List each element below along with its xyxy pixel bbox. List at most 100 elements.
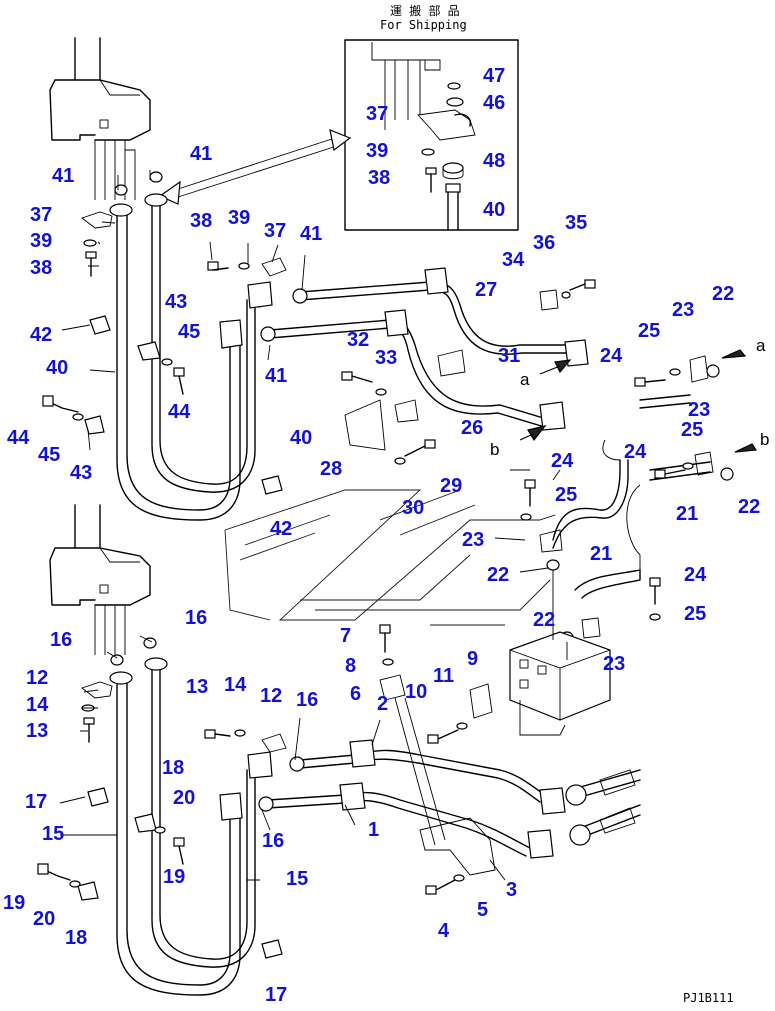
callout-11[interactable]: 11	[433, 665, 455, 687]
callout-43[interactable]: 43	[70, 462, 93, 484]
callout-36[interactable]: 36	[533, 232, 556, 254]
callout-28[interactable]: 28	[320, 458, 343, 480]
callout-32[interactable]: 32	[347, 329, 370, 351]
callout-22[interactable]: 22	[533, 609, 556, 631]
callout-39[interactable]: 39	[366, 140, 389, 162]
callout-25[interactable]: 25	[681, 419, 704, 441]
callout-43[interactable]: 43	[165, 291, 188, 313]
callout-30[interactable]: 30	[402, 497, 425, 519]
callout-13[interactable]: 13	[26, 720, 49, 742]
upper-cylinder-foot	[49, 37, 151, 200]
callout-38[interactable]: 38	[190, 210, 213, 232]
callout-17[interactable]: 17	[25, 791, 48, 813]
callout-25[interactable]: 25	[555, 484, 578, 506]
flow-label-a-right: a	[756, 336, 766, 355]
callout-16[interactable]: 16	[262, 830, 285, 852]
callout-4[interactable]: 4	[438, 920, 450, 942]
callout-35[interactable]: 35	[565, 212, 588, 234]
flow-label-b-right: b	[760, 430, 770, 449]
callout-1[interactable]: 1	[368, 819, 380, 841]
flow-label-b-center: b	[490, 440, 500, 459]
callout-39[interactable]: 39	[30, 230, 53, 252]
callout-8[interactable]: 8	[345, 655, 357, 677]
callout-12[interactable]: 12	[260, 685, 283, 707]
callout-16[interactable]: 16	[50, 629, 73, 651]
callout-23[interactable]: 23	[462, 529, 485, 551]
callout-27[interactable]: 27	[475, 279, 498, 301]
callout-41[interactable]: 41	[52, 165, 75, 187]
callout-45[interactable]: 45	[38, 444, 61, 466]
callout-48[interactable]: 48	[483, 150, 506, 172]
callout-42[interactable]: 42	[270, 518, 293, 540]
callout-21[interactable]: 21	[676, 503, 699, 525]
lower-steel-tubes	[258, 624, 641, 895]
shipping-parts-inset	[158, 39, 519, 231]
callout-20[interactable]: 20	[33, 908, 56, 930]
callout-12[interactable]: 12	[26, 667, 49, 689]
callout-37[interactable]: 37	[264, 220, 287, 242]
callout-16[interactable]: 16	[296, 689, 319, 711]
callout-39[interactable]: 39	[228, 207, 251, 229]
callout-25[interactable]: 25	[638, 320, 661, 342]
callout-22[interactable]: 22	[738, 496, 761, 518]
callout-18[interactable]: 18	[65, 927, 88, 949]
callout-7[interactable]: 7	[340, 625, 352, 647]
callout-44[interactable]: 44	[7, 427, 30, 449]
inset-title-jp: 運 搬 部 品	[390, 4, 460, 18]
callout-3[interactable]: 3	[506, 879, 518, 901]
callout-24[interactable]: 24	[684, 564, 707, 586]
callout-40[interactable]: 40	[483, 199, 506, 221]
drawing-code: PJ1B111	[683, 991, 734, 1005]
callout-24[interactable]: 24	[551, 450, 574, 472]
callout-23[interactable]: 23	[688, 399, 711, 421]
callout-33[interactable]: 33	[375, 347, 398, 369]
callout-23[interactable]: 23	[672, 299, 695, 321]
callout-44[interactable]: 44	[168, 401, 191, 423]
callout-25[interactable]: 25	[684, 603, 707, 625]
callout-19[interactable]: 19	[3, 892, 26, 914]
callout-13[interactable]: 13	[186, 676, 209, 698]
callout-37[interactable]: 37	[30, 204, 53, 226]
callout-24[interactable]: 24	[624, 441, 647, 463]
callout-5[interactable]: 5	[477, 899, 489, 921]
callout-17[interactable]: 17	[265, 984, 288, 1006]
flow-label-a-center: a	[520, 370, 530, 389]
callout-34[interactable]: 34	[502, 249, 525, 271]
callout-18[interactable]: 18	[162, 757, 185, 779]
callout-45[interactable]: 45	[178, 321, 201, 343]
callout-10[interactable]: 10	[405, 681, 428, 703]
callout-21[interactable]: 21	[590, 543, 613, 565]
right-hose-group	[509, 349, 758, 736]
callout-38[interactable]: 38	[30, 257, 53, 279]
callout-14[interactable]: 14	[26, 694, 49, 716]
callout-47[interactable]: 47	[483, 65, 506, 87]
callout-26[interactable]: 26	[461, 417, 484, 439]
callout-6[interactable]: 6	[350, 683, 362, 705]
callout-42[interactable]: 42	[30, 324, 53, 346]
callout-31[interactable]: 31	[498, 345, 521, 367]
callout-19[interactable]: 19	[163, 866, 186, 888]
callout-20[interactable]: 20	[173, 787, 196, 809]
callout-37[interactable]: 37	[366, 103, 389, 125]
inset-title-en: For Shipping	[380, 18, 467, 32]
callout-24[interactable]: 24	[600, 345, 623, 367]
callout-23[interactable]: 23	[603, 653, 626, 675]
callout-41[interactable]: 41	[265, 365, 288, 387]
callout-40[interactable]: 40	[290, 427, 313, 449]
callout-41[interactable]: 41	[300, 223, 323, 245]
callout-29[interactable]: 29	[440, 475, 463, 497]
callout-46[interactable]: 46	[483, 92, 506, 114]
callout-38[interactable]: 38	[368, 167, 391, 189]
callout-16[interactable]: 16	[185, 607, 208, 629]
callout-9[interactable]: 9	[467, 648, 479, 670]
callout-22[interactable]: 22	[712, 283, 735, 305]
callout-41[interactable]: 41	[190, 143, 213, 165]
callout-40[interactable]: 40	[46, 357, 69, 379]
lower-cylinder-foot	[49, 504, 151, 655]
callout-22[interactable]: 22	[487, 564, 510, 586]
callout-15[interactable]: 15	[286, 868, 309, 890]
callout-15[interactable]: 15	[42, 823, 65, 845]
callout-2[interactable]: 2	[377, 693, 389, 715]
callout-14[interactable]: 14	[224, 674, 247, 696]
